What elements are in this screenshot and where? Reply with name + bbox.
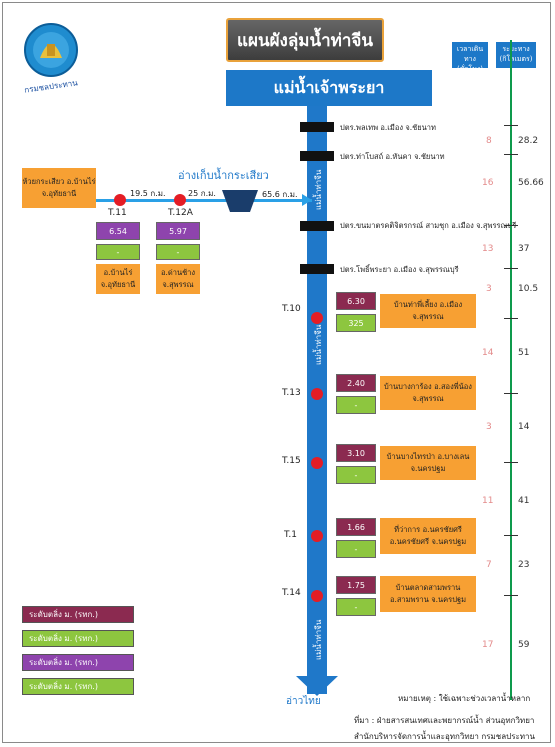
rid-logo (24, 23, 78, 77)
distance-label: 25 ก.ม. (188, 189, 216, 198)
river-arrow (296, 676, 338, 696)
station-dot (114, 194, 126, 206)
travel-time: 17 (482, 640, 494, 650)
flow-value: 325 (336, 314, 376, 332)
scale-line (510, 40, 512, 700)
distance-label: 65.6 ก.ม. (262, 190, 298, 199)
tributary-arrow (302, 194, 312, 206)
station-dot (311, 388, 323, 400)
travel-distance: 10.5 (518, 284, 539, 294)
water-level-value: 6.54 (96, 222, 140, 240)
travel-distance: 56.66 (518, 178, 544, 188)
tha-chin-river (307, 106, 327, 694)
gate-marker (300, 221, 334, 231)
station-code: T.11 (108, 208, 127, 218)
station-dot (311, 530, 323, 542)
station-location: บ้านตลาดสามพราน อ.สามพราน จ.นครปฐม (380, 576, 476, 612)
scale-tick (504, 225, 518, 226)
scale-tick (504, 393, 518, 394)
legend-item: ระดับตลิ่ง ม. (รทก.) (22, 678, 134, 695)
gate-label: ปตร.ขนมาตรคติจิตรกรณ์ สามชุก อ.เมือง จ.ส… (340, 221, 517, 230)
station-location: อ.บ้านไร่ จ.อุทัยธานี (96, 264, 140, 294)
travel-time: 11 (482, 496, 494, 506)
station-location: บ้านท่าพี่เลี้ยง อ.เมือง จ.สุพรรณ (380, 294, 476, 328)
distance-label: 19.5 ก.ม. (130, 189, 166, 198)
flow-value: - (156, 244, 200, 260)
remark-note: หมายเหตุ : ใช้เฉพาะช่วงเวลาน้ำหลาก (398, 694, 531, 703)
scale-tick (504, 154, 518, 155)
travel-distance: 59 (518, 640, 530, 650)
gate-marker (300, 151, 334, 161)
gate-label: ปตร.โพธิ์พระยา อ.เมือง จ.สุพรรณบุรี (340, 265, 459, 274)
scale-tick (504, 318, 518, 319)
huai-krasiao-box: ห้วยกระเสียว อ.บ้านไร่ จ.อุทัยธานี (22, 168, 96, 208)
gate-label: ปตร.ท่าโบสถ์ อ.หันคา จ.ชัยนาท (340, 152, 445, 161)
station-dot (311, 312, 323, 324)
scale-tick (504, 125, 518, 126)
station-dot (311, 457, 323, 469)
scale-tick (504, 462, 518, 463)
legend-item: ระดับตลิ่ง ม. (รทก.) (22, 654, 134, 671)
station-code: T.10 (282, 304, 301, 314)
travel-distance: 41 (518, 496, 530, 506)
flow-value: - (96, 244, 140, 260)
travel-time: 14 (482, 348, 494, 358)
source-line: ที่มา : ฝ่ายสารสนเทศและพยากรณ์น้ำ ส่วนอุ… (354, 716, 535, 725)
travel-time: 7 (486, 560, 492, 570)
water-level-value: 5.97 (156, 222, 200, 240)
river-label: แม่น้ำท่าจีน (314, 169, 323, 210)
gate-marker (300, 264, 334, 274)
reservoir-label: อ่างเก็บน้ำกระเสียว (178, 169, 269, 182)
station-code: T.15 (282, 456, 301, 466)
flow-value: - (336, 540, 376, 558)
station-code: T.14 (282, 588, 301, 598)
station-dot (311, 590, 323, 602)
travel-distance: 23 (518, 560, 530, 570)
scale-tick (504, 268, 518, 269)
station-code: T.13 (282, 388, 301, 398)
flow-value: - (336, 396, 376, 414)
travel-time: 3 (486, 284, 492, 294)
travel-time-header: เวลาเดินทาง (ชั่วโมง) (452, 42, 488, 73)
flow-value: - (336, 466, 376, 484)
travel-distance: 37 (518, 244, 530, 254)
travel-distance: 51 (518, 348, 530, 358)
gulf-of-thailand-label: อ่าวไทย (286, 696, 321, 707)
water-level-value: 1.75 (336, 576, 376, 594)
travel-distance: 14 (518, 422, 530, 432)
scale-tick (504, 595, 518, 596)
station-dot (174, 194, 186, 206)
travel-distance: 28.2 (518, 136, 539, 146)
station-location: ที่ว่าการ อ.นครชัยศรี อ.นครชัยศรี จ.นครป… (380, 518, 476, 554)
water-level-value: 1.66 (336, 518, 376, 536)
station-location: บ้านบางการ้อง อ.สองพี่น้อง จ.สุพรรณ (380, 376, 476, 410)
legend-item: ระดับตลิ่ง ม. (รทก.) (22, 606, 134, 623)
reservoir-icon (222, 190, 258, 212)
station-code: T.1 (284, 530, 298, 540)
page-title: แผนผังลุ่มน้ำท่าจีน (226, 18, 384, 62)
legend-item: ระดับตลิ่ง ม. (รทก.) (22, 630, 134, 647)
station-location: อ.ด่านช้าง จ.สุพรรณ (156, 264, 200, 294)
gate-marker (300, 122, 334, 132)
river-label: แม่น้ำท่าจีน (314, 324, 323, 365)
tributary-line (96, 199, 312, 202)
travel-time: 3 (486, 422, 492, 432)
water-level-value: 6.30 (336, 292, 376, 310)
travel-time: 13 (482, 244, 494, 254)
gate-label: ปตร.พลเทพ อ.เมือง จ.ชัยนาท (340, 123, 436, 132)
flow-value: - (336, 598, 376, 616)
scale-tick (504, 535, 518, 536)
chao-phraya-banner: แม่น้ำเจ้าพระยา (226, 70, 432, 106)
station-location: บ้านบางไทรป่า อ.บางเลน จ.นครปฐม (380, 446, 476, 480)
source-line: สำนักบริหารจัดการน้ำและอุทกวิทยา กรมชลปร… (354, 732, 536, 741)
distance-header: ระยะทาง (กิโลเมตร) (496, 42, 536, 68)
travel-time: 16 (482, 178, 494, 188)
station-code: T.12A (168, 208, 193, 218)
travel-time: 8 (486, 136, 492, 146)
river-label: แม่น้ำท่าจีน (314, 619, 323, 660)
water-level-value: 2.40 (336, 374, 376, 392)
water-level-value: 3.10 (336, 444, 376, 462)
